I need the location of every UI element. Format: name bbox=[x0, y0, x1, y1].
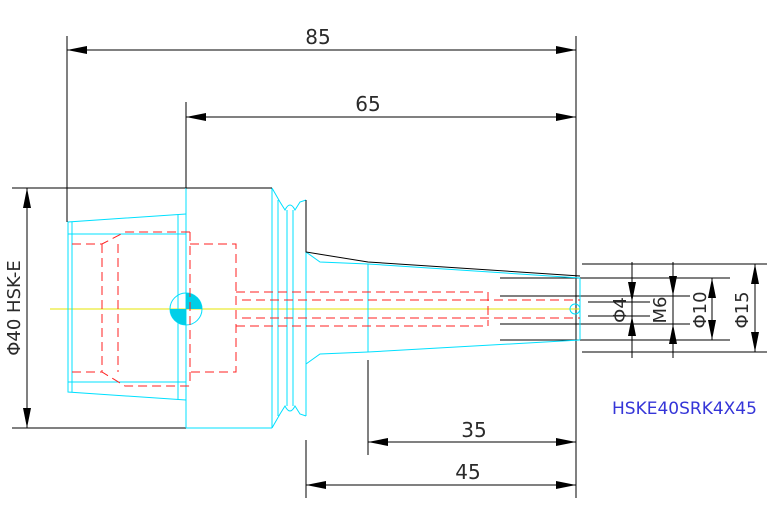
dim-45: 45 bbox=[455, 460, 480, 484]
dim-35: 35 bbox=[461, 418, 486, 442]
part-number-label: HSKE40SRK4X45 bbox=[612, 399, 757, 419]
dim-taper-diameter: Φ15 bbox=[732, 291, 753, 328]
dimension-lines bbox=[23, 46, 759, 489]
dim-85: 85 bbox=[305, 25, 330, 49]
dim-65: 65 bbox=[355, 92, 380, 116]
top-edge bbox=[186, 187, 581, 277]
dim-bore-diameter: Φ4 bbox=[610, 297, 631, 323]
dim-thread: M6 bbox=[650, 297, 671, 324]
part-outline bbox=[67, 187, 581, 429]
dim-flange-diameter: Φ40 HSK-E bbox=[4, 260, 25, 356]
hidden-lines bbox=[72, 231, 580, 387]
dim-tip-diameter: Φ10 bbox=[690, 291, 711, 328]
extension-lines bbox=[12, 36, 767, 498]
